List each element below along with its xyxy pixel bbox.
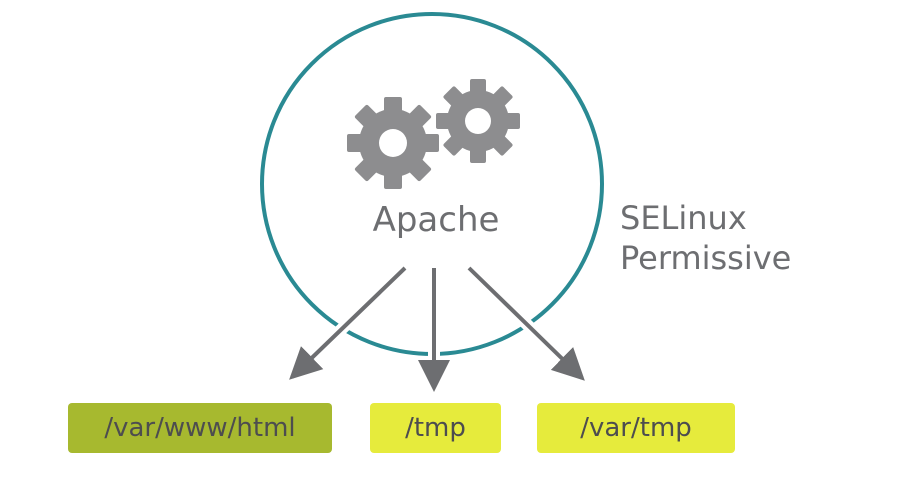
process-label: Apache <box>372 200 500 240</box>
selinux-label: SELinux <box>620 199 747 237</box>
selinux-mode: Permissive <box>620 239 792 277</box>
gear-right-icon <box>436 79 520 163</box>
dir-var-www-html: /var/www/html <box>68 403 332 453</box>
access-arrows <box>287 263 587 392</box>
dir-tmp: /tmp <box>370 403 501 453</box>
selinux-mode-label: SELinux Permissive <box>620 198 791 278</box>
dir-var-tmp: /var/tmp <box>537 403 735 453</box>
arrow-to-var-www-html <box>289 266 407 380</box>
gear-left-icon <box>347 97 439 189</box>
arrow-to-var-tmp <box>467 266 585 381</box>
gears-icon <box>347 79 520 189</box>
